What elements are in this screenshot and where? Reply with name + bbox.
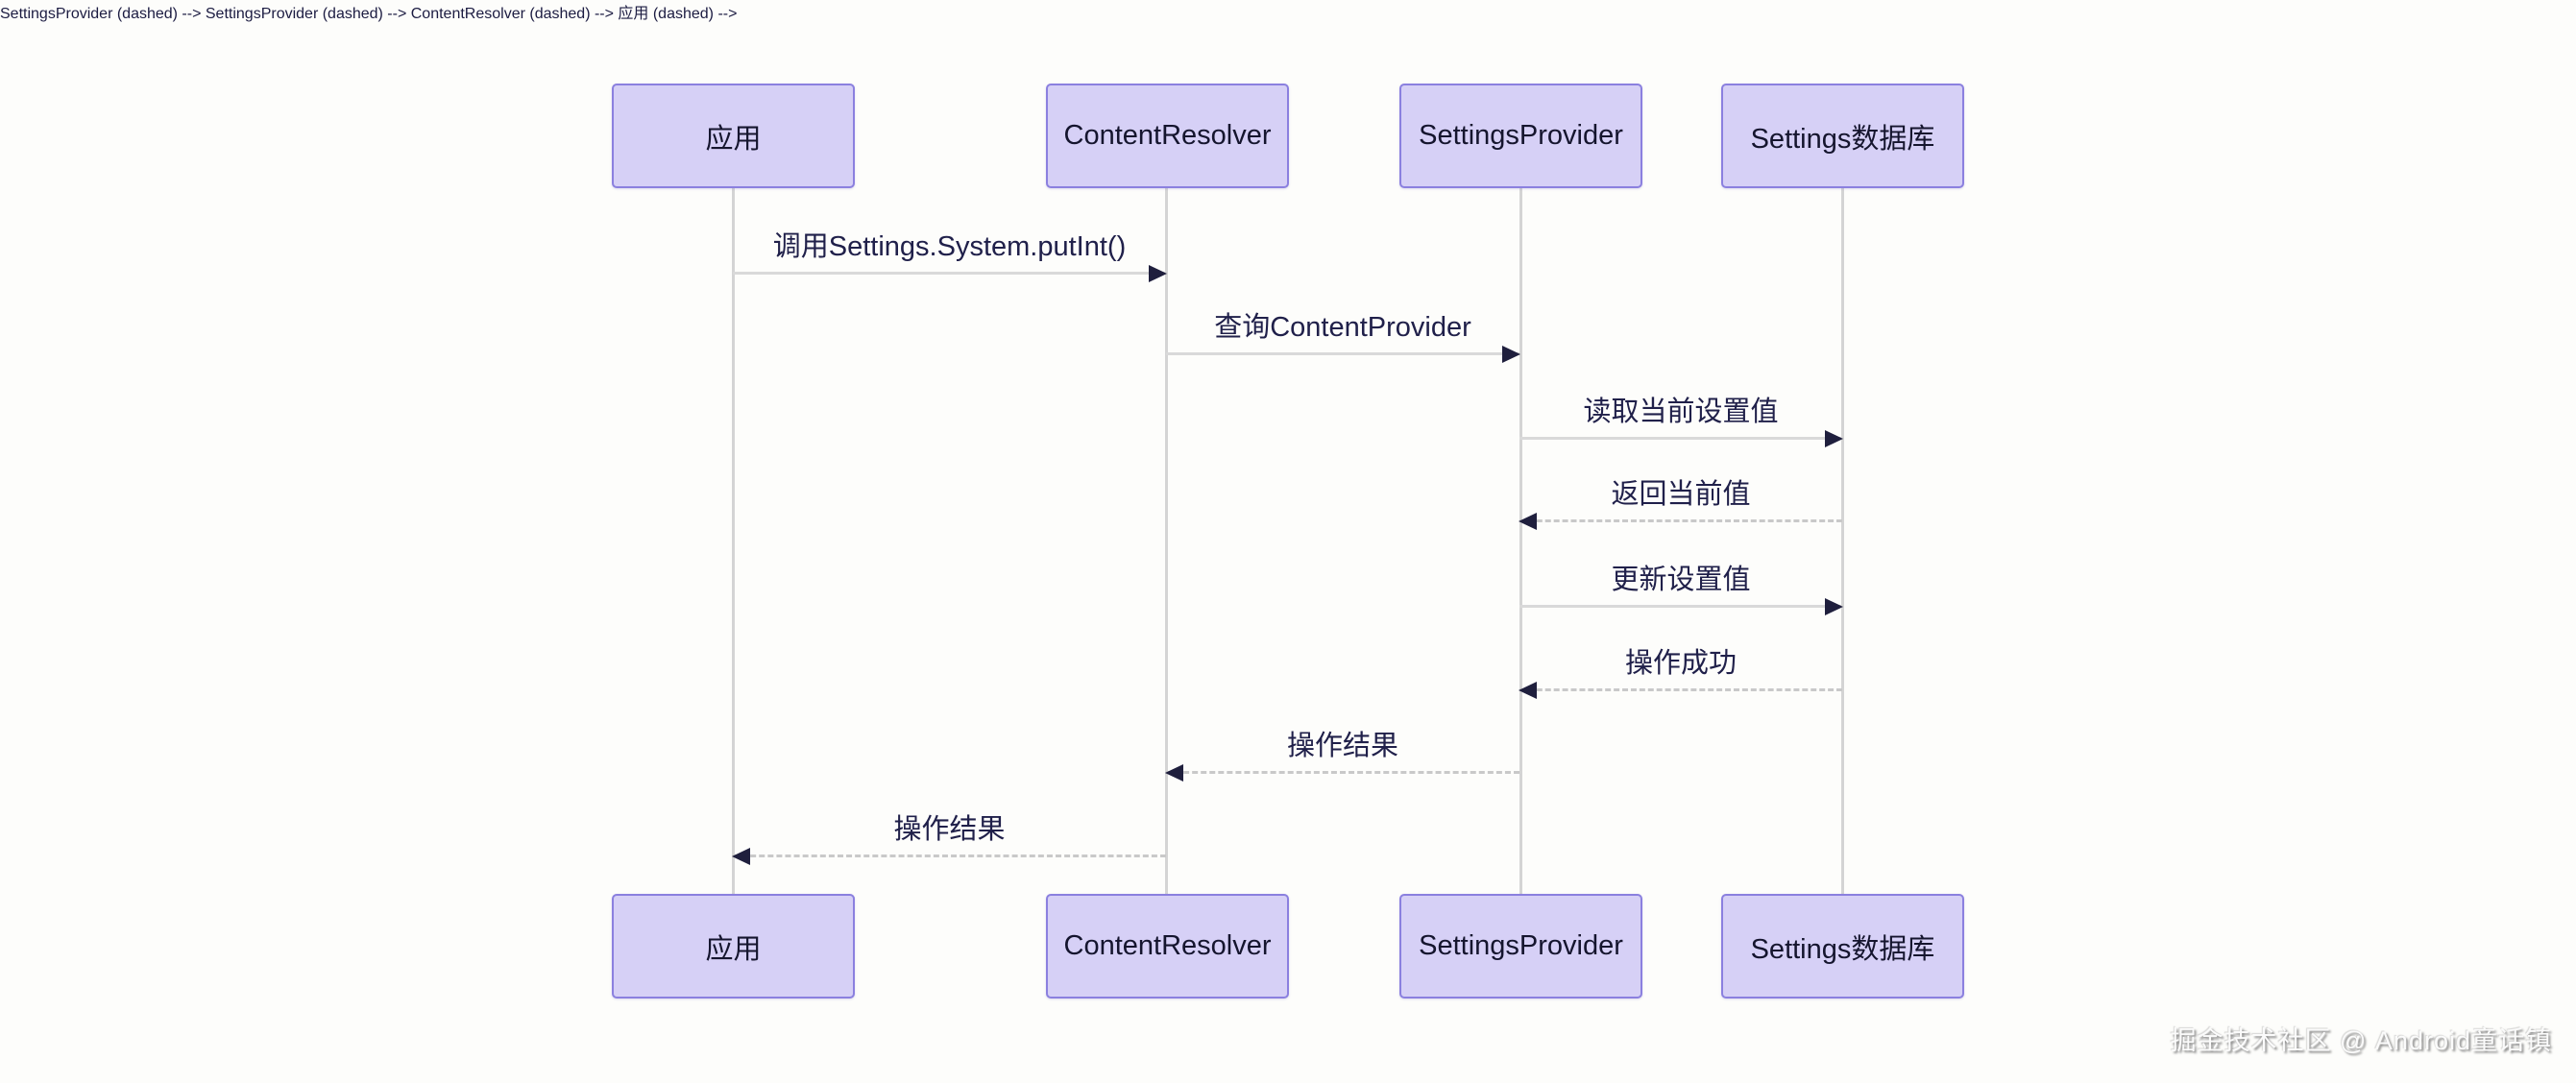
participant-label: 应用: [705, 933, 762, 965]
participant-label: ContentResolver: [1063, 120, 1272, 151]
lifeline-settings-db: [1841, 188, 1844, 894]
arrowhead-right-icon: [1825, 430, 1843, 447]
message-line-dashed: [1519, 519, 1842, 522]
message-label: 读取当前设置值: [1583, 397, 1779, 427]
message-label: 操作结果: [1286, 731, 1398, 761]
participant-label: SettingsProvider: [1419, 930, 1623, 961]
arrowhead-right-icon: [1502, 346, 1520, 363]
message-line-solid: [733, 272, 1166, 275]
arrowhead-right-icon: [1825, 598, 1843, 615]
lifeline-app: [732, 188, 735, 894]
participant-label: Settings数据库: [1750, 123, 1935, 155]
message-line-dashed: [1519, 688, 1842, 691]
message-5: 更新设置值: [1519, 558, 1843, 615]
participant-label: 应用: [705, 123, 762, 155]
arrowhead-left-icon: [1519, 682, 1537, 699]
participant-app-bottom: 应用: [612, 894, 855, 999]
participant-settings-provider-bottom: SettingsProvider: [1399, 894, 1642, 999]
arrowhead-left-icon: [1165, 764, 1183, 782]
message-label: 更新设置值: [1611, 565, 1751, 595]
arrowhead-right-icon: [1149, 265, 1167, 282]
message-line-dashed: [733, 854, 1166, 857]
lifeline-content-resolver: [1165, 188, 1168, 894]
message-label: 操作结果: [893, 814, 1006, 845]
participant-content-resolver-top: ContentResolver: [1046, 84, 1289, 188]
participant-label: Settings数据库: [1750, 933, 1935, 965]
message-line-solid: [1166, 352, 1519, 355]
participant-app-top: 应用: [612, 84, 855, 188]
arrowhead-left-icon: [732, 848, 750, 865]
participant-settings-db-bottom: Settings数据库: [1721, 894, 1964, 999]
arrowhead-left-icon: [1519, 513, 1537, 530]
message-2: 查询ContentProvider: [1166, 305, 1520, 363]
watermark: 掘金技术社区 @ Android童话镇: [2170, 1026, 2552, 1055]
message-label: 返回当前值: [1611, 479, 1751, 510]
participant-settings-db-top: Settings数据库: [1721, 84, 1964, 188]
participant-settings-provider-top: SettingsProvider: [1399, 84, 1642, 188]
participant-label: SettingsProvider: [1419, 120, 1623, 151]
message-4: 返回当前值: [1519, 472, 1842, 530]
message-label: 操作成功: [1624, 648, 1737, 679]
message-line-solid: [1519, 605, 1842, 608]
message-1: 调用Settings.System.putInt(): [733, 225, 1167, 282]
message-line-dashed: [1166, 771, 1519, 774]
lifeline-settings-provider: [1519, 188, 1522, 894]
message-label: 调用Settings.System.putInt(): [772, 231, 1127, 262]
participant-label: ContentResolver: [1063, 930, 1272, 961]
message-3: 读取当前设置值: [1519, 390, 1843, 447]
participant-content-resolver-bottom: ContentResolver: [1046, 894, 1289, 999]
message-label: 查询ContentProvider: [1214, 312, 1471, 343]
message-line-solid: [1519, 437, 1842, 440]
message-8: 操作结果: [732, 807, 1166, 865]
message-6: 操作成功: [1519, 641, 1842, 699]
message-7: 操作结果: [1165, 724, 1519, 782]
